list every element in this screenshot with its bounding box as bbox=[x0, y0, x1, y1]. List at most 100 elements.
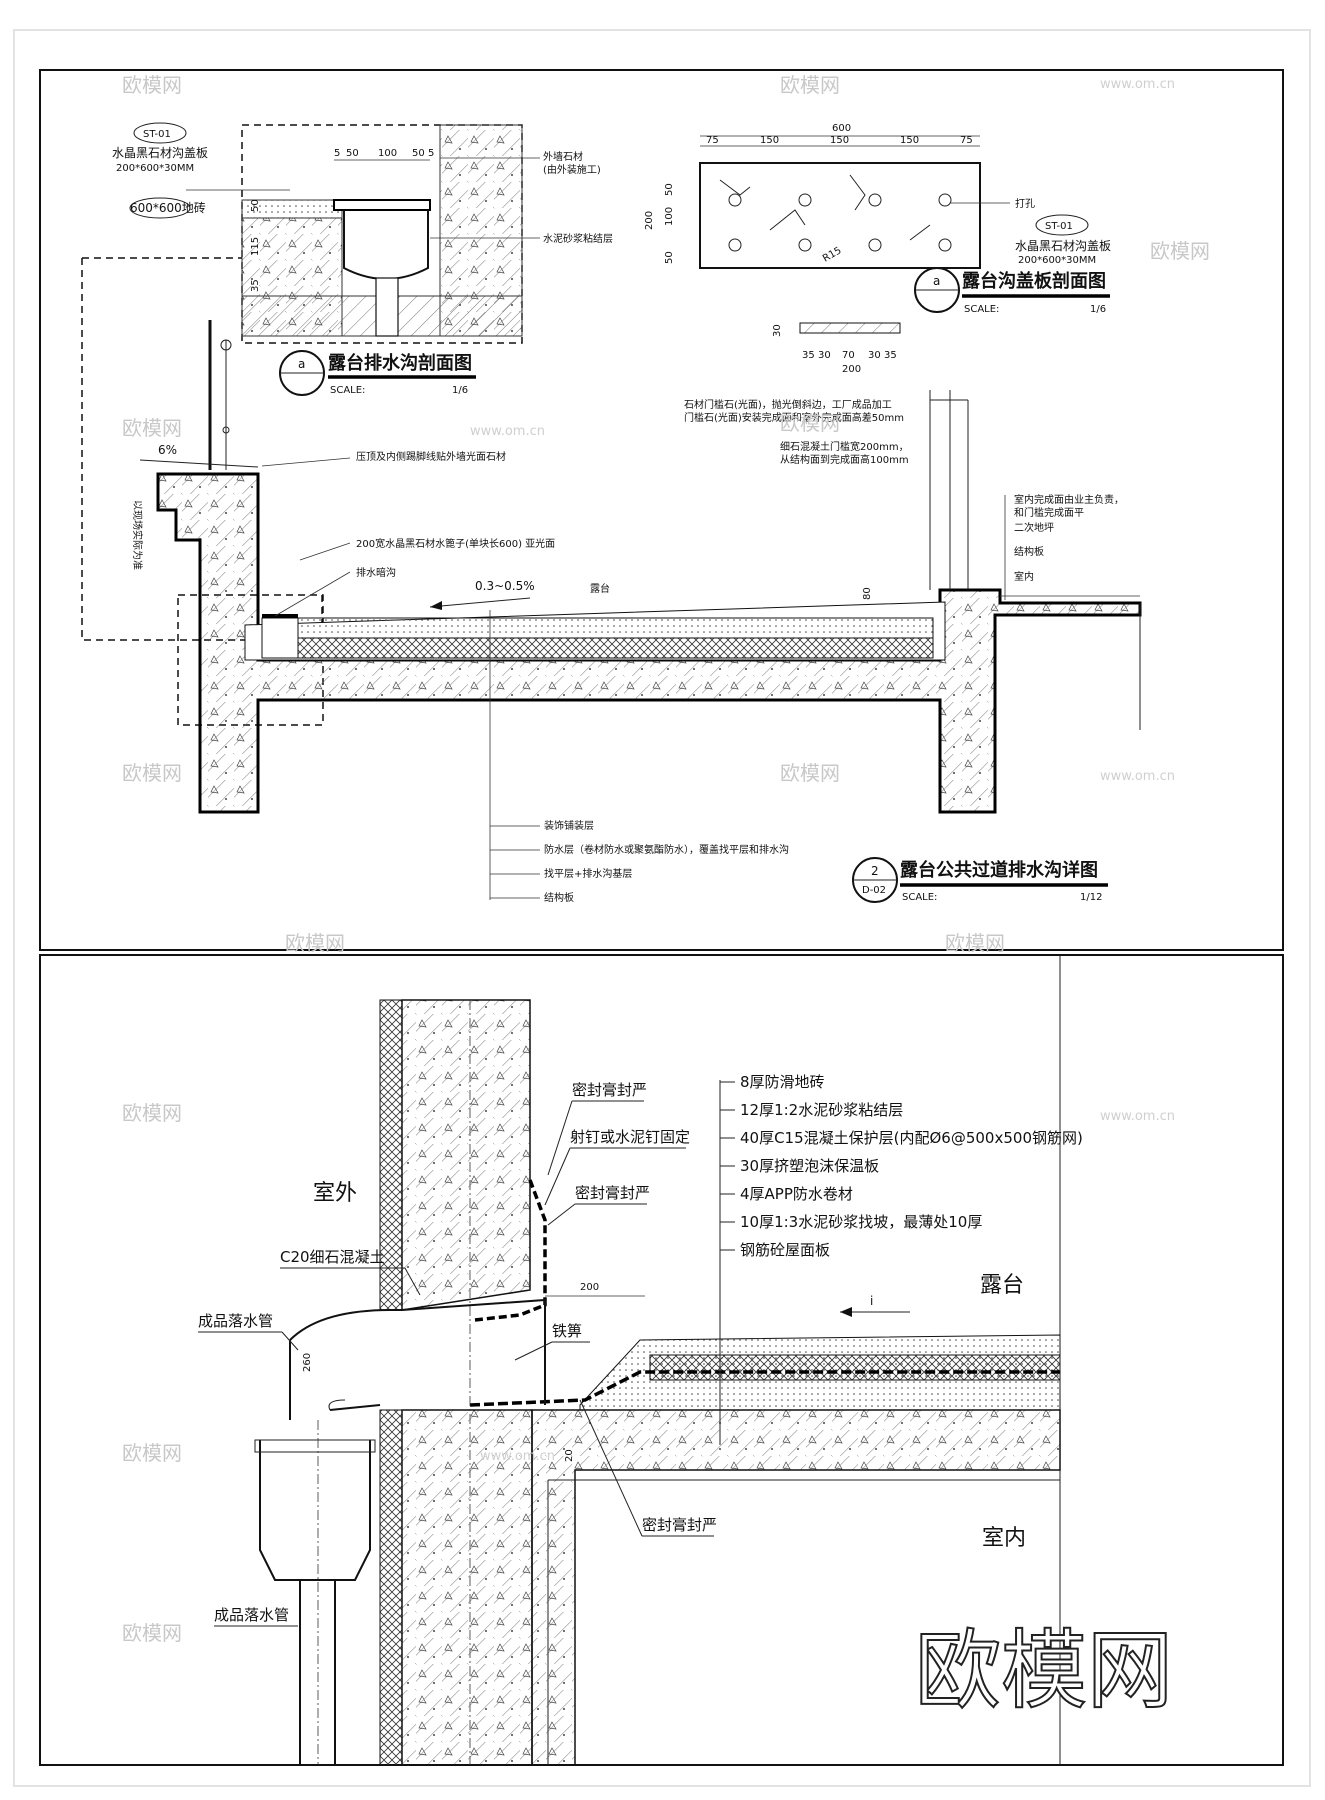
grate-note: 200宽水晶黑石材水篦子(单块长600) 亚光面 bbox=[356, 537, 555, 550]
dim-text: 30 bbox=[818, 350, 831, 361]
bottom-panel-frame bbox=[39, 954, 1284, 1766]
layer-note: 40厚C15混凝土保护层(内配Ø6@500x500钢筋网) bbox=[740, 1129, 1083, 1147]
watermark-brand: 欧模网 bbox=[122, 761, 182, 785]
dim-text: 115 bbox=[250, 237, 261, 256]
dim-text: 20 bbox=[564, 1449, 575, 1462]
watermark-brand: 欧模网 bbox=[780, 411, 840, 435]
wall-stone-label: 外墙石材 bbox=[543, 150, 583, 163]
dim-text: 260 bbox=[302, 1353, 313, 1372]
dim-text: 150 bbox=[830, 135, 849, 146]
concrete-note: 从结构面到完成面高100mm bbox=[780, 453, 909, 466]
sealant-label: 密封膏封严 bbox=[642, 1516, 717, 1534]
dim-text: 5 bbox=[334, 148, 340, 159]
grate-label: 铁箅 bbox=[552, 1322, 582, 1340]
slab-note: 结构板 bbox=[1014, 545, 1044, 558]
detail-sheet: D-02 bbox=[862, 885, 886, 896]
scale-value: 1/12 bbox=[1080, 892, 1102, 903]
brand-watermark: 欧模网 bbox=[915, 1621, 1173, 1721]
vertical-note: 以现场实际为准 bbox=[131, 500, 144, 570]
scale-label: SCALE: bbox=[902, 892, 937, 903]
material-label: 水晶黑石材沟盖板 bbox=[1015, 239, 1111, 253]
slope-main: 0.3~0.5% bbox=[475, 579, 535, 593]
concrete-label: C20细石混凝土 bbox=[280, 1248, 385, 1266]
dim-text: 70 bbox=[842, 350, 855, 361]
detail-letter: a bbox=[933, 274, 940, 288]
paper-sheet bbox=[13, 29, 1311, 1787]
layer-note: 8厚防滑地砖 bbox=[740, 1073, 825, 1091]
watermark-brand: 欧模网 bbox=[122, 1621, 182, 1645]
watermark-brand: 欧模网 bbox=[1150, 239, 1210, 263]
scale-label: SCALE: bbox=[964, 304, 999, 315]
dim-text: 35 bbox=[802, 350, 815, 361]
slope-left: 6% bbox=[158, 443, 177, 457]
dim-text: 150 bbox=[900, 135, 919, 146]
layer-note: 结构板 bbox=[544, 891, 574, 904]
detail-title: 露台沟盖板剖面图 bbox=[962, 270, 1106, 292]
layer-note: 找平层+排水沟基层 bbox=[544, 867, 632, 880]
drain-section-detail: 5 50 100 50 5 50 115 35 ST-01 水晶黑石材沟盖板 2… bbox=[112, 122, 613, 396]
dim-text: 200 bbox=[644, 211, 655, 230]
dim-text: 150 bbox=[760, 135, 779, 146]
dim-text: 50 bbox=[664, 183, 675, 196]
dim-text: 50 bbox=[664, 251, 675, 264]
watermark-url: www.om.cn bbox=[480, 1449, 555, 1464]
layer-note: 10厚1:3水泥砂浆找坡，最薄处10厚 bbox=[740, 1213, 982, 1231]
dim-text: 100 bbox=[664, 207, 675, 226]
cover-spec: 200*600*30MM bbox=[116, 163, 194, 174]
dim-text: 75 bbox=[706, 135, 719, 146]
screed-note: 二次地坪 bbox=[1014, 521, 1054, 534]
dim-text: 100 bbox=[378, 148, 397, 159]
mortar-label: 水泥砂浆粘结层 bbox=[543, 232, 613, 245]
dim-text: 35 bbox=[250, 279, 261, 292]
concrete-note: 细石混凝土门槛宽200mm， bbox=[780, 440, 909, 453]
indoor-note: 室内完成面由业主负责， bbox=[1014, 493, 1124, 506]
dim-text: 5 bbox=[428, 148, 434, 159]
layer-note: 装饰铺装层 bbox=[544, 819, 594, 832]
slope-label: i bbox=[870, 1294, 873, 1308]
watermark-brand: 欧模网 bbox=[780, 761, 840, 785]
sealant-label: 密封膏封严 bbox=[572, 1081, 647, 1099]
layer-note: 防水层（卷材防水或聚氨酯防水），覆盖找平层和排水沟 bbox=[544, 843, 789, 856]
threshold-note: 门槛石(光面)安装完成面和室外完成面高差50mm bbox=[684, 411, 904, 424]
scale-label: SCALE: bbox=[330, 385, 365, 396]
watermark-url: www.om.cn bbox=[1100, 769, 1175, 784]
detail-letter: a bbox=[298, 357, 305, 371]
detail-title: 露台公共过道排水沟详图 bbox=[900, 859, 1098, 881]
top-panel-frame bbox=[39, 69, 1284, 951]
coping-note: 压顶及内侧踢脚线贴外墙光面石材 bbox=[356, 450, 506, 463]
dim-text: 30 bbox=[868, 350, 881, 361]
drain-note: 排水暗沟 bbox=[356, 566, 396, 579]
watermark-url: www.om.cn bbox=[1100, 77, 1175, 92]
indoor-label: 室内 bbox=[982, 1526, 1026, 1551]
watermark-brand: 欧模网 bbox=[122, 1441, 182, 1465]
material-tag: ST-01 bbox=[1045, 221, 1073, 232]
downpipe-label: 成品落水管 bbox=[214, 1606, 289, 1624]
detail-number: 2 bbox=[871, 864, 879, 878]
parapet-drain-detail: 室外 露台 室内 C20细石混凝土 成品落水管 成品落水管 密封膏封严 射钉或水… bbox=[198, 999, 1083, 1766]
terrace-drain-detail: 6% 压顶及内侧踢脚线贴外墙光面石材 以现场实际为准 200宽水晶黑石材水篦子(… bbox=[81, 257, 1142, 904]
dim-text: 80 bbox=[862, 587, 873, 600]
indoor-label: 室内 bbox=[1014, 570, 1034, 583]
dim-text: 30 bbox=[772, 324, 783, 337]
cover-plate-detail: 600 75 150 150 150 75 50 100 50 200 R15 … bbox=[644, 123, 1111, 375]
terrace-label: 露台 bbox=[980, 1273, 1024, 1298]
wall-stone-sublabel: (由外装施工) bbox=[543, 163, 601, 176]
dim-text: 35 bbox=[884, 350, 897, 361]
layer-note: 30厚挤塑泡沫保温板 bbox=[740, 1157, 879, 1175]
threshold-note: 石材门槛石(光面)，抛光倒斜边，工厂成品加工 bbox=[684, 398, 892, 411]
watermark-brand: 欧模网 bbox=[780, 73, 840, 97]
dim-text: 50 bbox=[412, 148, 425, 159]
layer-note: 钢筋砼屋面板 bbox=[740, 1241, 830, 1259]
scale-value: 1/6 bbox=[452, 385, 468, 396]
sealant-label: 密封膏封严 bbox=[575, 1184, 650, 1202]
detail-title: 露台排水沟剖面图 bbox=[328, 352, 472, 374]
material-spec: 200*600*30MM bbox=[1018, 255, 1096, 266]
dim-text: 50 bbox=[346, 148, 359, 159]
watermark-brand: 欧模网 bbox=[945, 931, 1005, 955]
layer-note: 4厚APP防水卷材 bbox=[740, 1185, 853, 1203]
dim-text: 200 bbox=[842, 364, 861, 375]
watermark-brand: 欧模网 bbox=[122, 1101, 182, 1125]
cover-label: 水晶黑石材沟盖板 bbox=[112, 146, 208, 160]
material-tag: ST-01 bbox=[143, 129, 171, 140]
dim-text: 600 bbox=[832, 123, 851, 134]
